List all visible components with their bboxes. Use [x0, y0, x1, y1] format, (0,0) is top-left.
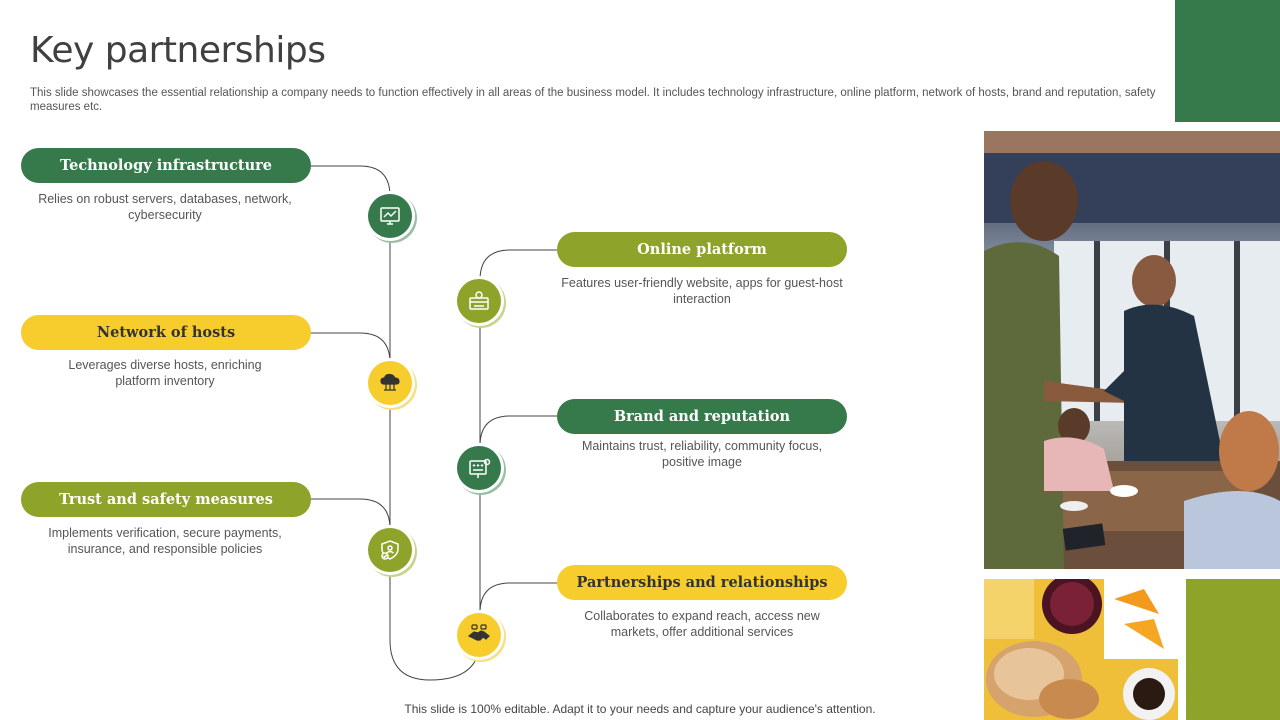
shield-check-icon [368, 528, 412, 572]
desc-technology-infrastructure: Relies on robust servers, databases, net… [30, 191, 300, 223]
server-monitor-icon [368, 194, 412, 238]
cloud-network-icon [368, 361, 412, 405]
footer-note: This slide is 100% editable. Adapt it to… [0, 702, 1280, 716]
desc-trust-and-safety: Implements verification, secure payments… [30, 525, 300, 557]
desc-network-of-hosts: Leverages diverse hosts, enriching platf… [50, 357, 280, 389]
pill-technology-infrastructure: Technology infrastructure [21, 148, 311, 183]
web-platform-icon [457, 279, 501, 323]
desc-partnerships-and-relationships: Collaborates to expand reach, access new… [567, 608, 837, 640]
pill-partnerships-and-relationships: Partnerships and relationships [557, 565, 847, 600]
pill-network-of-hosts: Network of hosts [21, 315, 311, 350]
desc-online-platform: Features user-friendly website, apps for… [557, 275, 847, 307]
pill-online-platform: Online platform [557, 232, 847, 267]
desc-brand-and-reputation: Maintains trust, reliability, community … [567, 438, 837, 470]
handshake-icon [457, 613, 501, 657]
pill-brand-and-reputation: Brand and reputation [557, 399, 847, 434]
rating-board-icon [457, 446, 501, 490]
pill-trust-and-safety: Trust and safety measures [21, 482, 311, 517]
